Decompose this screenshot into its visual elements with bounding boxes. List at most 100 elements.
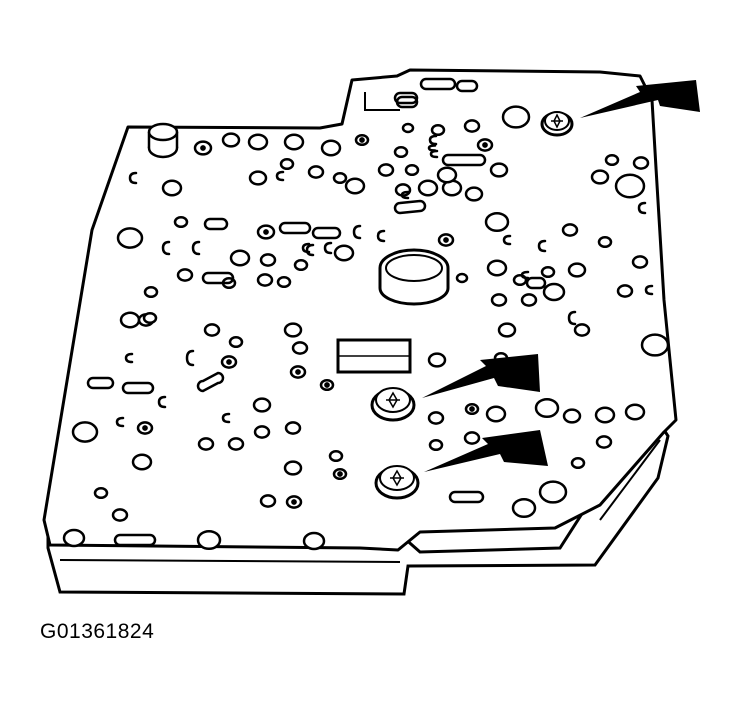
plate-hole	[283, 460, 303, 476]
plate-hole	[176, 268, 194, 282]
plate-hole	[229, 249, 251, 267]
plate-hole	[197, 437, 215, 451]
c-passage	[157, 395, 167, 409]
plate-hole	[404, 163, 420, 177]
plate-hole	[632, 156, 650, 170]
plate-hole	[111, 508, 129, 522]
c-passage	[520, 270, 530, 280]
plate-hole	[573, 323, 591, 337]
plate-hole	[614, 173, 646, 199]
plate-hole	[253, 425, 271, 439]
c-passage	[185, 349, 195, 367]
c-passage	[644, 284, 654, 296]
plate-hole	[344, 177, 366, 195]
bolt-top-right	[540, 111, 574, 137]
arrow-bolt-lower	[424, 430, 548, 472]
plate-slot	[113, 533, 157, 547]
plate-hole	[161, 179, 183, 197]
plate-hole	[320, 139, 342, 157]
plate-hole	[427, 352, 447, 368]
plate-hole	[428, 438, 444, 452]
plate-hole	[534, 397, 560, 419]
c-passage	[637, 201, 647, 215]
c-passage	[305, 243, 315, 257]
plate-hole	[116, 227, 144, 249]
plate-hole	[332, 171, 348, 185]
center-boss	[378, 248, 450, 306]
c-passage	[323, 241, 333, 255]
plate-hole	[279, 157, 295, 171]
plate-hole	[71, 421, 99, 443]
plate-hole	[143, 285, 159, 299]
plate-hole	[247, 133, 269, 151]
plate-hole	[283, 322, 303, 338]
plate-hole	[417, 179, 439, 197]
plate-hole	[567, 262, 587, 278]
plate-slot	[278, 221, 312, 235]
c-passage	[124, 352, 134, 364]
c-passage	[400, 190, 410, 200]
plate-slot	[393, 91, 419, 105]
plate-hole	[640, 333, 670, 357]
plate-hole	[624, 403, 646, 421]
arrow-bolt-middle	[422, 354, 540, 398]
plate-slots	[86, 77, 547, 547]
plate-slot	[419, 77, 457, 91]
plate-hole	[463, 431, 481, 445]
plate-hole	[597, 235, 613, 249]
c-passage	[301, 242, 311, 254]
plate-hole	[284, 421, 302, 435]
plate-hole	[256, 273, 274, 287]
plate-hole	[486, 259, 508, 277]
plate-hole	[631, 255, 649, 269]
plate-hole	[401, 122, 415, 134]
hole-center	[482, 142, 488, 148]
figure-caption: G01361824	[40, 620, 155, 643]
hole-center	[142, 425, 148, 431]
plate-holes	[62, 105, 670, 551]
plate-hole	[393, 145, 409, 159]
plate-hole	[463, 119, 481, 133]
c-passage	[502, 234, 512, 246]
plate-slot	[525, 276, 547, 290]
plate-slot	[395, 95, 419, 109]
plate-hole	[259, 253, 277, 267]
plate-hole	[595, 435, 613, 449]
plate-slot	[455, 79, 479, 93]
c-passage	[352, 224, 362, 240]
plate-hole	[538, 480, 568, 504]
plate-hole	[142, 311, 158, 325]
plate-hole	[497, 322, 517, 338]
hole-center	[337, 471, 343, 477]
hole-center	[295, 369, 301, 375]
c-passage	[428, 134, 438, 146]
hole-center	[469, 406, 475, 412]
plate-hole	[173, 215, 189, 229]
plate-hole	[228, 335, 244, 349]
plate-hole	[489, 162, 509, 178]
plate-slot	[311, 226, 342, 240]
plate-slot	[203, 217, 229, 231]
plate-hole	[283, 133, 305, 151]
hole-center	[359, 137, 365, 143]
plate-hole	[604, 153, 620, 167]
bolt-lower	[374, 465, 420, 500]
plate-hole	[562, 408, 582, 424]
plate-hole	[276, 275, 292, 289]
plate-hole	[464, 186, 484, 202]
plate-hole	[196, 529, 222, 551]
plate-slot	[196, 371, 225, 393]
plate-hole	[436, 166, 458, 184]
plate-hole	[302, 531, 326, 551]
plate-hole	[520, 293, 538, 307]
plate-hole	[427, 411, 445, 425]
arrow-bolt-top-right	[580, 80, 700, 118]
plate-hole	[511, 497, 537, 519]
hole-center	[443, 237, 449, 243]
plate-hole	[119, 311, 141, 329]
plate-slot	[393, 199, 427, 215]
plate-hole	[293, 258, 309, 272]
plate-hole	[501, 105, 531, 129]
hole-center	[324, 382, 330, 388]
